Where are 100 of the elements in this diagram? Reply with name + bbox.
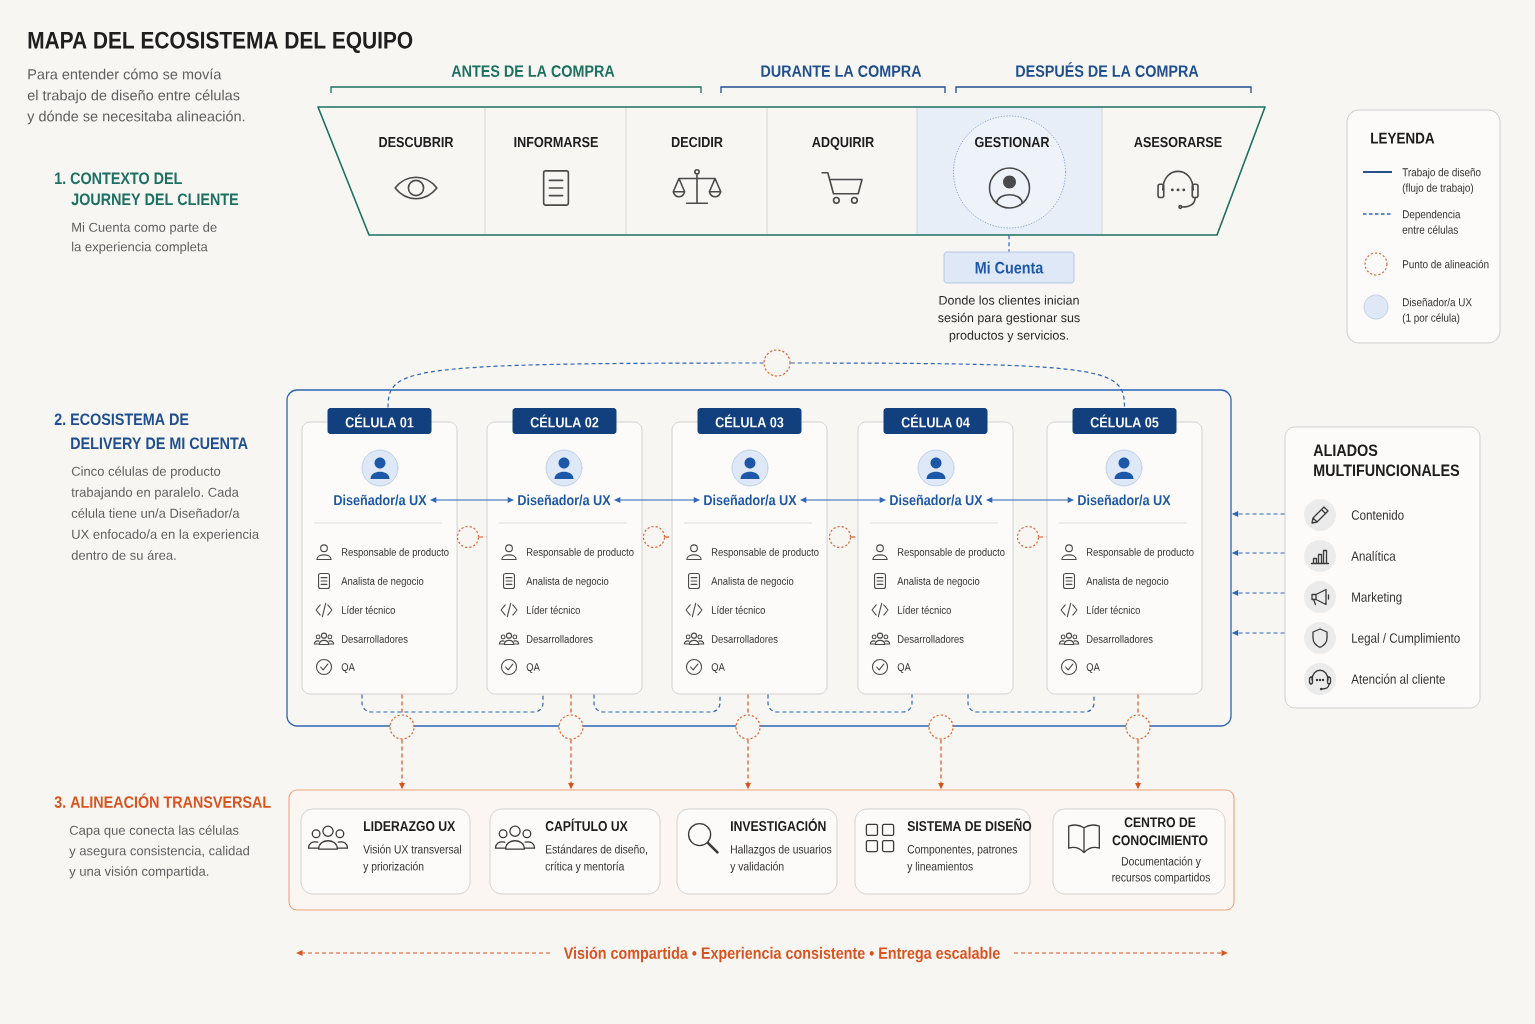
role-label: Analista de negocio bbox=[711, 576, 794, 588]
connector bbox=[1038, 536, 1048, 538]
alignment-circle bbox=[928, 714, 954, 740]
role-label: Responsable de producto bbox=[898, 547, 1005, 559]
stage-label: INFORMARSE bbox=[514, 136, 598, 148]
phase-label: ANTES DE LA COMPRA bbox=[451, 65, 615, 77]
alignment-circle bbox=[763, 349, 791, 377]
connector bbox=[387, 362, 764, 409]
alignment-circle bbox=[828, 525, 852, 549]
card-heading: INVESTIGACIÓN bbox=[731, 818, 826, 832]
stage-label: DESCUBRIR bbox=[379, 136, 454, 148]
connector bbox=[401, 693, 403, 715]
alignment-circle bbox=[735, 714, 761, 740]
phase-label: DESPUÉS DE LA COMPRA bbox=[1016, 62, 1199, 77]
cell-card bbox=[671, 408, 828, 695]
role-label: Responsable de producto bbox=[1087, 547, 1194, 559]
role-label: Analista de negocio bbox=[341, 576, 424, 588]
role-label: Desarrolladores bbox=[898, 634, 964, 643]
role-label: QA bbox=[1086, 663, 1100, 673]
stage-label: DECIDIR bbox=[671, 136, 723, 148]
list-item: Contenido bbox=[1351, 509, 1404, 520]
connector bbox=[767, 693, 913, 713]
card-text: Visión UX transversal y priorización bbox=[363, 844, 461, 873]
card-heading: CAPÍTULO UX bbox=[545, 818, 628, 832]
section-description: Capa que conecta las células y asegura consistencia, calidad y una visión compartida. bbox=[69, 825, 249, 879]
alignment-circle bbox=[1125, 714, 1151, 740]
cell-tab: CÉLULA 05 bbox=[1072, 408, 1177, 434]
stage-cell: GESTIONAR bbox=[917, 107, 1102, 235]
designer-label: Diseñador/a UX bbox=[518, 494, 611, 506]
description: Donde los clientes inician sesión para gestionar sus productos y servicios. bbox=[938, 295, 1080, 343]
role-label: QA bbox=[897, 663, 911, 673]
connector bbox=[747, 693, 749, 715]
cell-card bbox=[1046, 408, 1203, 695]
title: MAPA DEL ECOSISTEMA DEL EQUIPO bbox=[28, 31, 413, 54]
role-label: Líder técnico bbox=[1087, 605, 1140, 614]
tagline: Visión compartida • Experiencia consistente • Entrega escalable bbox=[563, 946, 1000, 963]
role-label: QA bbox=[526, 663, 540, 673]
card-heading: CENTRO DE CONOCIMIENTO bbox=[1112, 817, 1208, 846]
card-text: Documentación y recursos compartidos bbox=[1112, 856, 1210, 884]
legend-label: Trabajo de diseño (flujo de trabajo) bbox=[1402, 167, 1481, 195]
role-label: Líder técnico bbox=[712, 605, 765, 614]
role-label: Desarrolladores bbox=[527, 634, 593, 643]
cell-tab: CÉLULA 03 bbox=[697, 408, 802, 434]
designer-label: Diseñador/a UX bbox=[1078, 494, 1171, 506]
intro-text: Para entender cómo se movía el trabajo de diseño entre células y dónde se necesitaba alineación. bbox=[27, 68, 245, 125]
cell-tab: CÉLULA 01 bbox=[327, 408, 432, 434]
section-description: Mi Cuenta como parte de la experiencia completa bbox=[72, 222, 217, 254]
role-label: Líder técnico bbox=[898, 605, 951, 614]
card-heading: LIDERAZGO UX bbox=[364, 821, 456, 832]
cell-tab: CÉLULA 04 bbox=[883, 408, 988, 434]
panel bbox=[1284, 426, 1481, 709]
stage-label: ADQUIRIR bbox=[812, 136, 874, 150]
card-heading: SISTEMA DE DISEÑO bbox=[907, 818, 1032, 832]
role-label: QA bbox=[341, 663, 355, 673]
list-item: Atención al cliente bbox=[1351, 673, 1445, 684]
phase-label: DURANTE LA COMPRA bbox=[761, 65, 922, 77]
section-heading: 1. CONTEXTO DEL JOURNEY DEL CLIENTE bbox=[55, 172, 239, 206]
designer-label: Diseñador/a UX bbox=[334, 494, 427, 506]
alignment-circle bbox=[456, 525, 480, 549]
connector bbox=[361, 693, 544, 713]
role-label: Líder técnico bbox=[342, 605, 395, 614]
section-heading: 2. ECOSISTEMA DE DELIVERY DE MI CUENTA bbox=[54, 413, 248, 450]
legend-title: LEYENDA bbox=[1371, 132, 1435, 144]
cell-card bbox=[301, 408, 458, 695]
cell-tab: CÉLULA 02 bbox=[512, 408, 617, 434]
list-item: Legal / Cumplimiento bbox=[1352, 632, 1460, 646]
list-item: Marketing bbox=[1352, 591, 1402, 605]
designer-label: Diseñador/a UX bbox=[704, 494, 797, 506]
role-label: Analista de negocio bbox=[526, 576, 609, 588]
role-label: Analista de negocio bbox=[897, 576, 980, 588]
alignment-circle bbox=[1016, 525, 1040, 549]
connector bbox=[1008, 234, 1010, 253]
legend-label: Diseñador/a UX (1 por célula) bbox=[1402, 297, 1472, 325]
role-label: Líder técnico bbox=[527, 605, 580, 614]
stage-label: ASESORARSE bbox=[1134, 136, 1222, 148]
alignment-circle bbox=[558, 714, 584, 740]
card-text: Hallazgos de usuarios y validación bbox=[730, 844, 832, 873]
legend-label: Punto de alineación bbox=[1403, 259, 1489, 269]
section-description: Cinco células de producto trabajando en paralelo. Cada célula tiene un/a Diseñador/a UX enfocado/a en la experiencia dentro de su área. bbox=[71, 466, 260, 560]
cell-card bbox=[857, 408, 1014, 695]
list-item: Analítica bbox=[1351, 550, 1396, 561]
card-text: Estándares de diseño, crítica y mentoría bbox=[545, 844, 647, 873]
role-label: Responsable de producto bbox=[712, 547, 819, 559]
connector bbox=[570, 693, 572, 715]
role-label: Responsable de producto bbox=[527, 547, 634, 559]
section-heading: 3. ALINEACIÓN TRANSVERSAL bbox=[54, 793, 271, 808]
connector bbox=[1137, 693, 1139, 715]
card-text: Componentes, patrones y lineamientos bbox=[907, 845, 1017, 873]
alignment-circle bbox=[642, 525, 666, 549]
connector bbox=[593, 693, 721, 713]
alignment-circle bbox=[389, 714, 415, 740]
designer-label: Diseñador/a UX bbox=[890, 494, 983, 506]
role-label: Desarrolladores bbox=[1087, 634, 1153, 643]
role-label: Desarrolladores bbox=[712, 634, 778, 643]
role-label: Responsable de producto bbox=[342, 547, 449, 559]
role-label: QA bbox=[711, 663, 725, 673]
tag: Mi Cuenta bbox=[943, 251, 1075, 284]
legend-label: Dependencia entre células bbox=[1402, 209, 1461, 234]
cell-card bbox=[486, 408, 643, 695]
role-label: Desarrolladores bbox=[342, 634, 408, 643]
